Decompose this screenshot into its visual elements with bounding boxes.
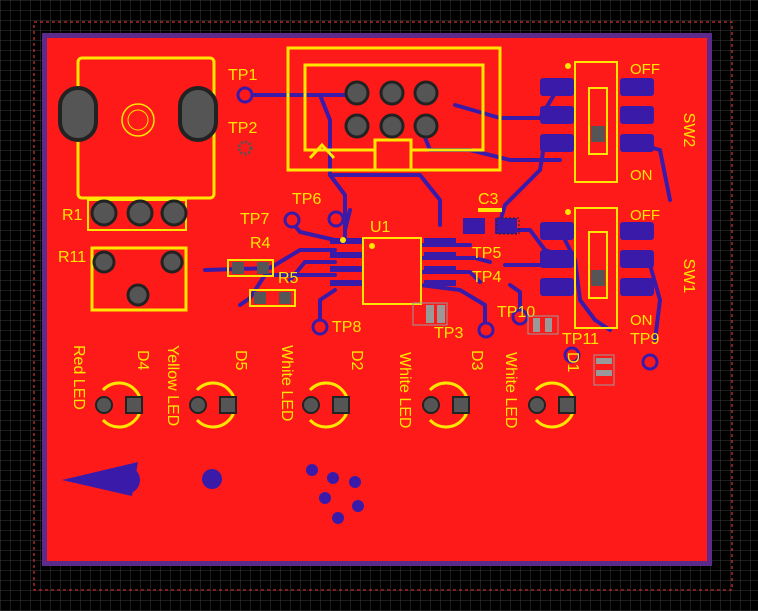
label-tp5: TP5 xyxy=(472,245,501,262)
label-d2-color: White LED xyxy=(278,345,295,421)
label-sw1-off: OFF xyxy=(630,207,660,224)
resistor-r4 xyxy=(227,259,274,277)
switch-sw2 xyxy=(540,61,654,183)
label-d1-color: White LED xyxy=(502,352,519,428)
label-d3: D3 xyxy=(468,350,485,371)
label-tp3: TP3 xyxy=(434,325,463,342)
led-d2 xyxy=(302,381,350,429)
label-tp9: TP9 xyxy=(630,331,659,348)
label-tp11: TP11 xyxy=(562,331,599,348)
label-sw1-on: ON xyxy=(630,312,653,329)
capacitor-c3 xyxy=(463,208,520,235)
label-sw2-on: ON xyxy=(630,167,653,184)
label-tp2: TP2 xyxy=(228,120,257,137)
label-r4: R4 xyxy=(250,235,271,252)
label-tp4: TP4 xyxy=(472,269,501,286)
testpoint-pads xyxy=(236,86,659,371)
label-r5: R5 xyxy=(278,270,299,287)
keepout-outline xyxy=(33,21,733,591)
label-tp10: TP10 xyxy=(497,304,535,321)
label-c3: C3 xyxy=(478,191,499,208)
smd-parts xyxy=(412,302,615,386)
led-d5 xyxy=(189,381,237,429)
label-d5: D5 xyxy=(232,350,249,371)
label-sw2: SW2 xyxy=(680,113,697,148)
label-tp7: TP7 xyxy=(240,211,269,228)
label-tp8: TP8 xyxy=(332,319,361,336)
label-r1: R1 xyxy=(62,207,83,224)
label-d2: D2 xyxy=(348,350,365,371)
resistor-r11 xyxy=(90,246,188,312)
label-sw2-off: OFF xyxy=(630,61,660,78)
label-r11: R11 xyxy=(58,249,86,266)
ic-u1 xyxy=(330,237,456,305)
label-d4: D4 xyxy=(134,350,151,371)
label-d4-color: Red LED xyxy=(70,345,87,410)
label-u1: U1 xyxy=(370,219,391,236)
label-sw1: SW1 xyxy=(680,259,697,294)
led-d4 xyxy=(95,381,143,429)
board-markers xyxy=(62,462,364,524)
label-tp6: TP6 xyxy=(292,191,321,208)
header-connector xyxy=(286,46,502,172)
label-tp1: TP1 xyxy=(228,67,257,84)
switch-sw1 xyxy=(540,207,654,329)
resistor-r5 xyxy=(249,289,296,307)
potentiometer-r1 xyxy=(58,56,218,231)
led-d1 xyxy=(528,381,576,429)
led-d3 xyxy=(422,381,470,429)
label-d5-color: Yellow LED xyxy=(164,345,181,426)
label-d3-color: White LED xyxy=(396,352,413,428)
label-d1: D1 xyxy=(564,352,581,373)
